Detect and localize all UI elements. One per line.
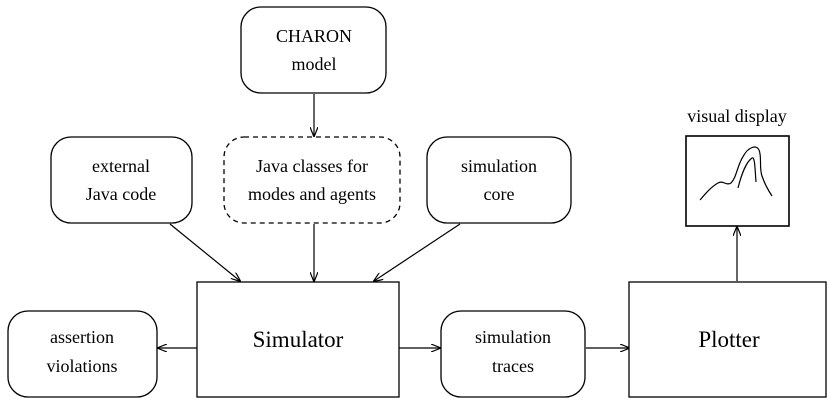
visual-display-label: visual display bbox=[687, 106, 787, 126]
simulator-label: Simulator bbox=[253, 327, 344, 352]
java-classes-line-2: modes and agents bbox=[248, 184, 376, 204]
assertion-violations-line-1: assertion bbox=[50, 327, 114, 347]
simulation-traces-line-1: simulation bbox=[475, 327, 551, 347]
edge-external-java-to-simulator bbox=[169, 223, 240, 281]
node-external-java-code: external Java code bbox=[50, 136, 193, 224]
charon-model-line-1: CHARON bbox=[276, 26, 352, 46]
plotter-label: Plotter bbox=[698, 327, 760, 352]
node-simulation-traces: simulation traces bbox=[440, 310, 586, 398]
node-assertion-violations: assertion violations bbox=[7, 310, 158, 398]
external-java-line-2: Java code bbox=[86, 184, 156, 204]
visual-display-screen bbox=[685, 135, 790, 227]
charon-model-line-2: model bbox=[292, 54, 337, 74]
node-charon-model: CHARON model bbox=[240, 6, 387, 94]
node-visual-display: visual display bbox=[685, 106, 790, 227]
node-simulation-core: simulation core bbox=[426, 136, 572, 224]
java-classes-line-1: Java classes for bbox=[256, 156, 368, 176]
simulation-traces-line-2: traces bbox=[492, 356, 534, 376]
simulation-core-line-1: simulation bbox=[461, 156, 537, 176]
edge-simulation-core-to-simulator bbox=[374, 223, 461, 281]
node-java-classes: Java classes for modes and agents bbox=[223, 136, 401, 224]
node-plotter: Plotter bbox=[628, 281, 827, 398]
assertion-violations-line-2: violations bbox=[47, 356, 118, 376]
simulation-core-line-2: core bbox=[484, 184, 515, 204]
node-simulator: Simulator bbox=[196, 281, 400, 398]
external-java-line-1: external bbox=[92, 156, 150, 176]
plot-curve-icon bbox=[699, 146, 773, 201]
